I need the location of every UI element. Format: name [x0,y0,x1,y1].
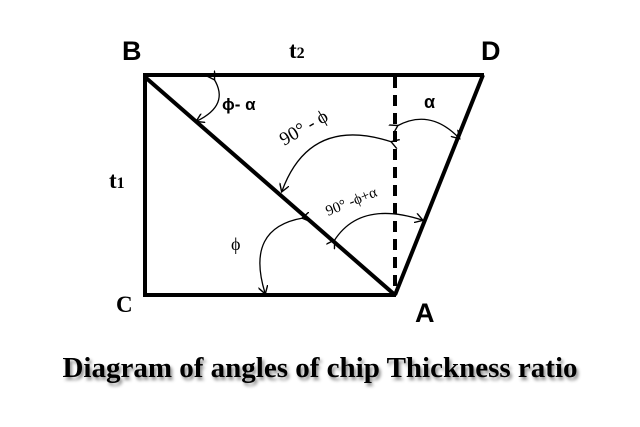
label-t2: t2 [289,38,305,63]
arc-alpha [397,118,459,138]
arc-90-minus-phi-plus-alpha [334,212,422,241]
arc-phi [260,218,303,293]
label-point-A: A [415,298,435,328]
line-BA [143,75,397,297]
line-DA [393,74,485,296]
label-alpha: α [424,92,435,112]
label-90-minus-phi: 90° - ϕ [276,106,332,150]
label-point-B: B [122,36,142,66]
label-phi: ϕ [231,234,240,254]
label-phi-minus-alpha: ϕ- α [222,95,256,114]
arc-phi-minus-alpha [197,79,220,121]
diagram-caption: Diagram of angles of chip Thickness rati… [62,352,578,384]
label-point-C: C [116,292,133,317]
label-t1: t1 [109,168,125,193]
label-point-D: D [481,36,501,66]
arc-90-minus-phi [282,134,392,191]
